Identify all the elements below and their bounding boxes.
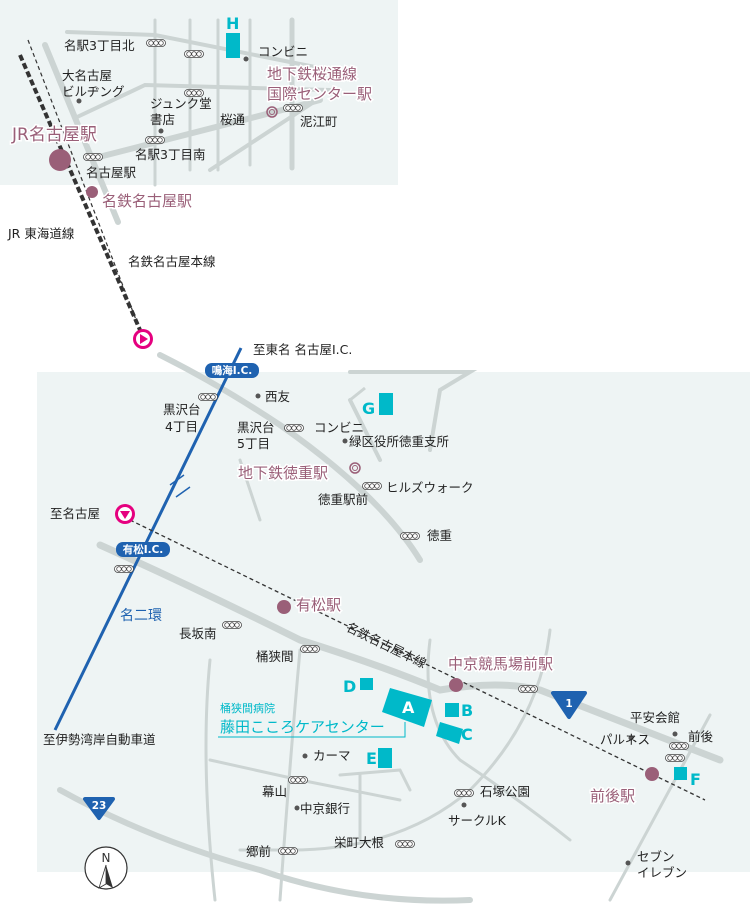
- label-jr-nagoya-station: JR名古屋駅: [11, 125, 97, 145]
- label-kurosawadai-4: 黒沢台: [163, 402, 201, 417]
- label-seiyu: 西友: [265, 389, 290, 404]
- subway-symbol-inner: [269, 109, 275, 115]
- facility-e-label: E: [366, 749, 377, 768]
- label-sakuradori-line: 地下鉄桜通線: [267, 65, 357, 83]
- label-junkudo: ジュンク堂: [150, 96, 212, 111]
- zengo-station-marker[interactable]: [645, 767, 659, 781]
- facility-d[interactable]: [360, 678, 373, 690]
- route-23-shield: 23: [83, 797, 115, 820]
- label-convenience: コンビニ: [258, 44, 308, 59]
- direction-marker-down-icon: [115, 504, 135, 524]
- facility-e[interactable]: [378, 748, 392, 768]
- label-hospital-sub: 桶狭間病院: [220, 701, 275, 715]
- arimatsu-station-marker[interactable]: [277, 600, 291, 614]
- facility-c[interactable]: [436, 722, 463, 744]
- facility-b-label: B: [461, 701, 473, 720]
- subway-symbol-inner: [352, 465, 358, 471]
- compass-icon: N: [84, 846, 128, 890]
- label-building: ビルヂング: [62, 84, 125, 99]
- label-sakuradori: 桜通: [220, 112, 246, 127]
- landmark-dots: [76, 56, 678, 866]
- label-eleven: イレブン: [637, 865, 687, 880]
- meitetsu-main-line: [129, 519, 706, 801]
- label-to-isewangan: 至伊勢湾岸自動車道: [43, 732, 156, 747]
- facility-b[interactable]: [445, 703, 459, 717]
- label-tokushige-station: 地下鉄徳重駅: [238, 464, 328, 482]
- kokusai-center-station-marker[interactable]: [266, 106, 278, 118]
- label-circle-k: サークルK: [448, 813, 507, 828]
- facility-f[interactable]: [674, 767, 687, 780]
- facility-d-label: D: [343, 677, 356, 696]
- label-ishizuka-park: 石塚公園: [480, 784, 530, 799]
- direction-marker-play-icon: [133, 329, 153, 349]
- label-chukyo-keibajo-station: 中京競馬場前駅: [448, 655, 553, 673]
- arimatsu-ic-badge[interactable]: 有松I.C.: [116, 542, 170, 557]
- label-meitetsu-main-line: 名鉄名古屋本線: [128, 254, 216, 269]
- label-convenience-2: コンビニ: [314, 420, 364, 435]
- label-sakaemachi-one: 栄町大根: [334, 835, 385, 850]
- label-meinikan: 名二環: [120, 608, 162, 624]
- label-dai-nagoya: 大名古屋: [62, 68, 112, 83]
- label-to-tomei: 至東名 名古屋I.C.: [253, 342, 352, 357]
- label-chukyo-bank: 中京銀行: [300, 801, 350, 816]
- tokushige-station-marker[interactable]: [349, 462, 361, 474]
- jr-tokaido-line: [18, 54, 142, 331]
- midori-area-panel: [37, 372, 750, 872]
- label-palnes: パルネス: [600, 732, 650, 747]
- label-nagoya-eki: 名古屋駅: [86, 165, 137, 180]
- jr-nagoya-station-marker[interactable]: [49, 149, 71, 171]
- road-segment: [349, 386, 366, 402]
- arimatsu-ic-label: 有松I.C.: [123, 543, 164, 556]
- facility-h-label: H: [226, 14, 239, 33]
- narumi-ic-badge[interactable]: 鳴海I.C.: [205, 363, 259, 378]
- label-makuyama: 幕山: [262, 784, 287, 799]
- label-hospital-name[interactable]: 藤田こころケアセンター: [220, 718, 385, 736]
- facility-g[interactable]: [379, 393, 393, 415]
- label-5-chome: 5丁目: [237, 436, 270, 451]
- label-midori-office: 緑区役所徳重支所: [349, 434, 449, 449]
- label-arimatsu-station: 有松駅: [296, 596, 341, 614]
- compass-north-label: N: [102, 851, 111, 865]
- label-hiekimachi: 泥江町: [300, 114, 338, 129]
- label-zengo: 前後: [688, 729, 714, 744]
- label-to-nagoya: 至名古屋: [50, 506, 100, 521]
- label-gomae: 郷前: [246, 844, 271, 859]
- facility-c-label: C: [461, 725, 473, 744]
- label-kama: カーマ: [313, 748, 351, 763]
- label-kurosawadai-5: 黒沢台: [237, 420, 275, 435]
- label-hills-walk: ヒルズウォーク: [386, 480, 474, 495]
- label-4-chome: 4丁目: [165, 419, 198, 434]
- label-okehazama: 桶狭間: [256, 649, 294, 664]
- label-bookstore: 書店: [150, 112, 175, 127]
- route-1-label: 1: [565, 698, 572, 710]
- facility-a[interactable]: [382, 688, 432, 727]
- label-zengo-station: 前後駅: [590, 787, 635, 805]
- label-meieki3-north: 名駅3丁目北: [64, 38, 135, 53]
- label-tokushige-ekimae: 徳重駅前: [318, 492, 368, 507]
- label-jr-tokaido-line: JR 東海道線: [7, 226, 75, 241]
- label-heian-kaikan: 平安会館: [630, 710, 680, 725]
- facility-a-label: A: [402, 698, 415, 717]
- facility-g-label: G: [362, 399, 375, 418]
- label-seven: セブン: [637, 849, 675, 864]
- facility-h[interactable]: [226, 33, 240, 58]
- meitetsu-nagoya-station-marker[interactable]: [86, 186, 98, 198]
- label-meitetsu-nagoya-station: 名鉄名古屋駅: [102, 192, 192, 210]
- narumi-ic-label: 鳴海I.C.: [212, 364, 253, 377]
- meinikan-expressway: [53, 347, 243, 731]
- route-23-label: 23: [92, 800, 107, 812]
- chukyo-keibajo-station-marker[interactable]: [449, 678, 463, 692]
- meitetsu-line-top: [27, 39, 141, 331]
- facility-f-label: F: [690, 770, 701, 789]
- label-tokushige: 徳重: [427, 528, 452, 543]
- expressway-break-mark: [169, 474, 191, 498]
- label-meieki3-south: 名駅3丁目南: [135, 147, 205, 162]
- hospital-label-underline: [218, 722, 406, 738]
- label-kokusai-center-station: 国際センター駅: [267, 85, 372, 103]
- label-nagasaka-minami: 長坂南: [179, 626, 217, 641]
- route-1-shield: 1: [551, 691, 587, 719]
